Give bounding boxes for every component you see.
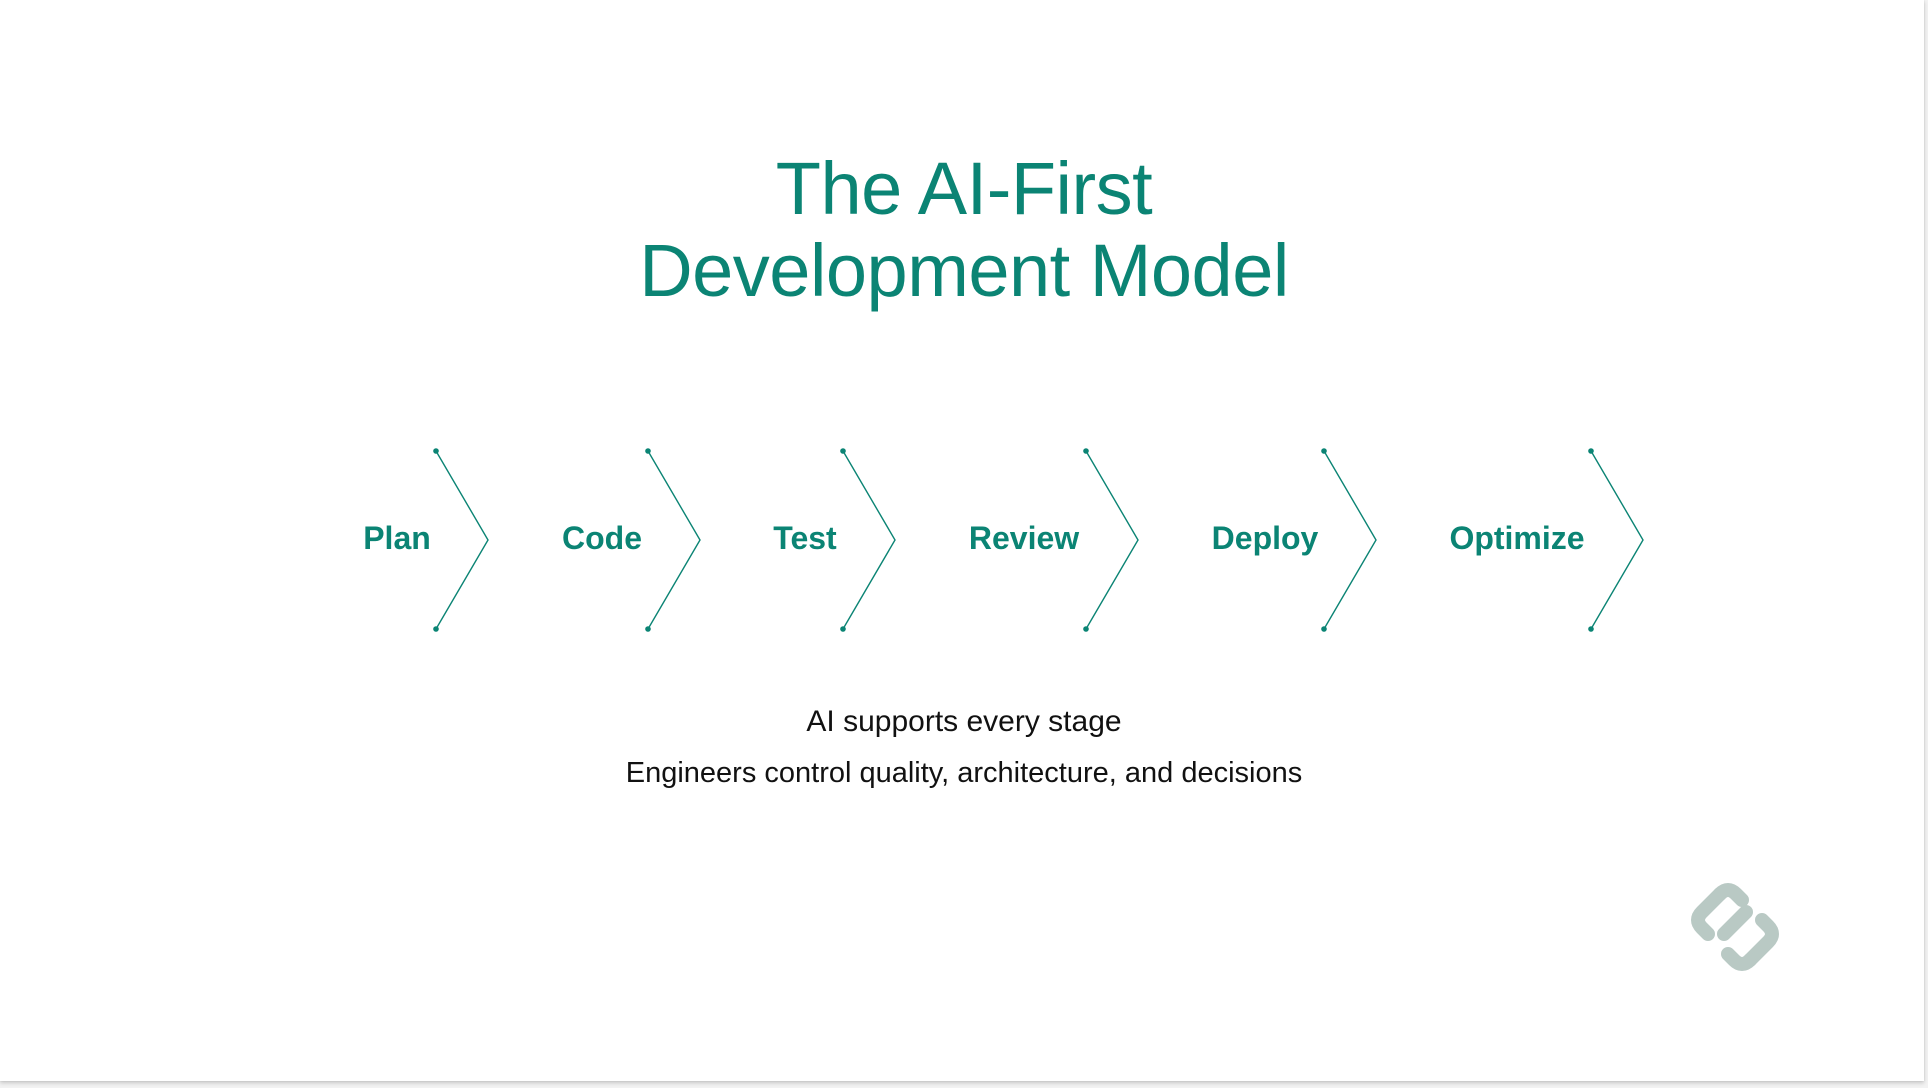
chevron-right-icon bbox=[645, 448, 701, 632]
stage-label-deploy: Deploy bbox=[1211, 520, 1319, 556]
slide-title-line-2: Development Model bbox=[639, 229, 1289, 312]
brand-link-logo-icon bbox=[1691, 883, 1779, 971]
process-flow: Plan Code Test Review Deploy bbox=[0, 440, 1928, 640]
chevron-right-icon bbox=[1588, 448, 1644, 632]
slide-title: The AI-First Development Model bbox=[0, 148, 1928, 312]
chevron-right-icon bbox=[840, 448, 896, 632]
chevron-right-icon bbox=[1321, 448, 1377, 632]
chevron-right-icon bbox=[1083, 448, 1139, 632]
stage-label-code: Code bbox=[562, 520, 642, 556]
caption-primary: AI supports every stage bbox=[806, 705, 1122, 738]
stage-label-plan: Plan bbox=[363, 520, 431, 556]
slide-title-line-1: The AI-First bbox=[775, 147, 1153, 230]
stage-label-test: Test bbox=[773, 520, 837, 556]
stage-label-optimize: Optimize bbox=[1449, 520, 1585, 556]
stage-label-review: Review bbox=[968, 520, 1080, 556]
caption-secondary: Engineers control quality, architecture,… bbox=[625, 757, 1303, 789]
chevron-right-icon bbox=[433, 448, 489, 632]
